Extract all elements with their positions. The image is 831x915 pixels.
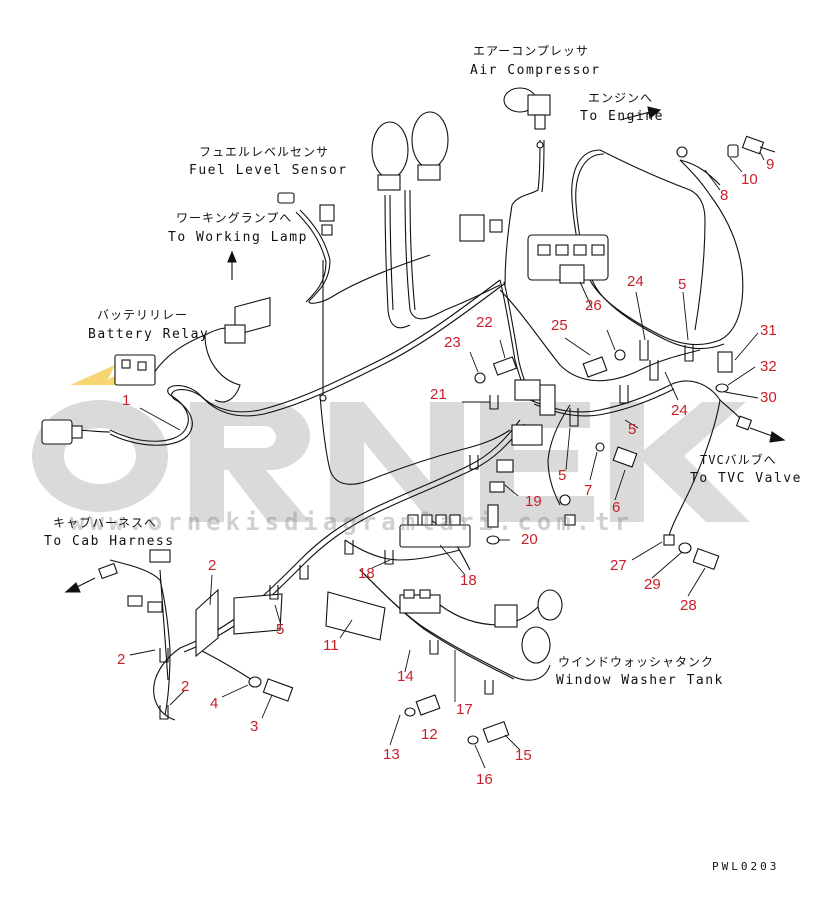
- part-number-2: 2: [208, 557, 217, 574]
- drawing-number: PWL0203: [712, 860, 780, 873]
- part-number-17: 17: [456, 701, 473, 718]
- working-lamp-label-jp: ワーキングランプへ: [176, 211, 293, 225]
- part-number-19: 19: [525, 493, 542, 510]
- harness-lines: [69, 139, 744, 721]
- part-number-16: 16: [476, 771, 493, 788]
- part-number-29: 29: [644, 576, 661, 593]
- part-number-25: 25: [551, 317, 568, 334]
- part-number-22: 22: [476, 314, 493, 331]
- part-number-2: 2: [117, 651, 126, 668]
- part-number-12: 12: [421, 726, 438, 743]
- tvc-valve-label-jp: TVCバルブへ: [700, 453, 777, 467]
- part-number-24: 24: [671, 402, 688, 419]
- part-number-2: 2: [181, 678, 190, 695]
- part-number-13: 13: [383, 746, 400, 763]
- part-number-31: 31: [760, 322, 777, 339]
- to-engine-label-jp: エンジンへ: [588, 91, 654, 105]
- part-number-11: 11: [323, 637, 339, 654]
- part-number-18: 18: [460, 572, 477, 589]
- part-number-26: 26: [585, 297, 602, 314]
- part-number-4: 4: [210, 695, 219, 712]
- part-number-7: 7: [584, 482, 593, 499]
- part-number-1: 1: [122, 392, 131, 409]
- part-number-20: 20: [521, 531, 538, 548]
- part-number-9: 9: [766, 156, 775, 173]
- air-compressor-label: Air Compressor: [470, 63, 601, 78]
- part-number-28: 28: [680, 597, 697, 614]
- part-number-21: 21: [430, 386, 447, 403]
- cab-harness-label: To Cab Harness: [44, 534, 175, 549]
- part-number-23: 23: [444, 334, 461, 351]
- fuel-level-sensor-label: Fuel Level Sensor: [189, 163, 348, 178]
- part-number-5: 5: [628, 421, 637, 438]
- part-number-10: 10: [741, 171, 758, 188]
- cab-harness-label-jp: キャブハーネスへ: [53, 516, 158, 530]
- part-number-5: 5: [276, 621, 285, 638]
- part-number-5: 5: [678, 276, 687, 293]
- to-engine-label: To Engine: [580, 109, 664, 124]
- part-number-24: 24: [627, 273, 644, 290]
- washer-tank-label: Window Washer Tank: [556, 673, 724, 688]
- part-number-18: 18: [358, 565, 375, 582]
- part-number-8: 8: [720, 187, 729, 204]
- watermark-url: www.ornekisdiagramlari.com.tr: [70, 508, 635, 536]
- part-number-5: 5: [558, 467, 567, 484]
- watermark-logo: [32, 365, 750, 522]
- fuel-level-sensor-label-jp: フュエルレベルセンサ: [199, 145, 330, 159]
- part-number-3: 3: [250, 718, 259, 735]
- direction-arrows: [64, 106, 786, 593]
- part-number-27: 27: [610, 557, 627, 574]
- part-number-30: 30: [760, 389, 777, 406]
- battery-relay-label-jp: バッテリリレー: [97, 308, 189, 322]
- part-number-14: 14: [397, 668, 414, 685]
- part-number-15: 15: [515, 747, 532, 764]
- battery-relay-label: Battery Relay: [88, 327, 210, 342]
- washer-tank-label-jp: ウインドウォッシャタンク: [558, 655, 715, 669]
- working-lamp-label: To Working Lamp: [168, 230, 308, 245]
- clamps: [159, 340, 694, 720]
- leader-lines: [129, 151, 765, 769]
- air-compressor-label-jp: エアーコンプレッサ: [473, 44, 589, 58]
- part-number-32: 32: [760, 358, 777, 375]
- part-number-6: 6: [612, 499, 621, 516]
- tvc-valve-label: To TVC Valve: [690, 471, 802, 486]
- components: [41, 87, 776, 745]
